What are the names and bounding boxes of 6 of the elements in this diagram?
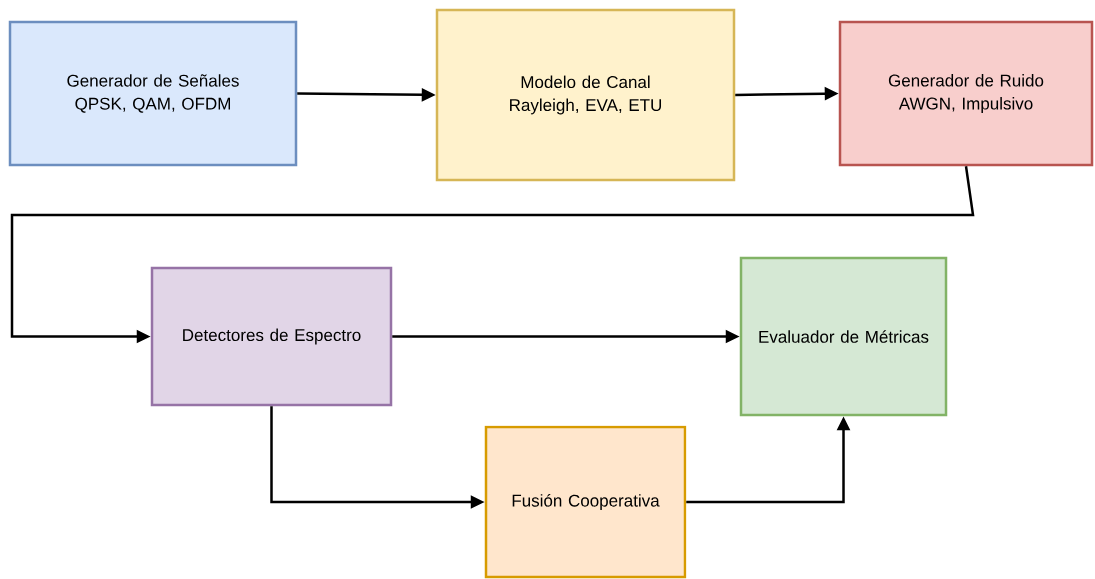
process-box: Evaluador de Métricas [739,256,948,417]
process-box: Fusión Cooperativa [484,425,687,579]
process-box: Modelo de Canal Rayleigh, EVA, ETU [435,8,736,182]
process-box: Generador de Señales QPSK, QAM, OFDM [8,20,298,167]
process-box: Generador de Ruido AWGN, Impulsivo [838,20,1094,167]
process-box: Detectores de Espectro [150,266,393,407]
